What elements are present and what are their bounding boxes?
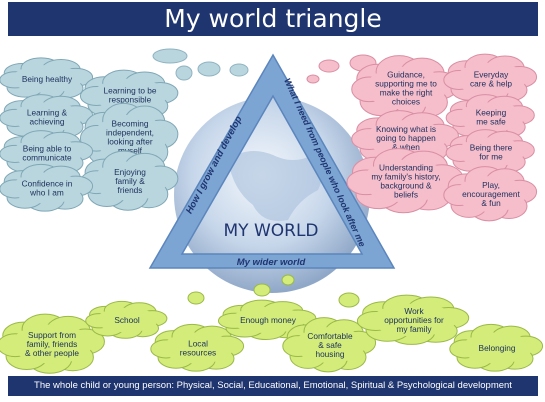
- cloud-label: Enough money: [240, 315, 297, 325]
- footer-banner: The whole child or young person: Physica…: [8, 376, 538, 396]
- left-cloud-1: Being healthy: [0, 57, 94, 101]
- bottom-cloud-2: School: [85, 300, 168, 339]
- cloud-label: Belonging: [479, 343, 516, 353]
- bottom-cloud-4: Enough money: [217, 299, 317, 341]
- bottom-cloud-7: Belonging: [449, 323, 544, 372]
- triangle-frame: [148, 53, 396, 269]
- cloud-label: School: [114, 315, 140, 325]
- triangle-bottom-label: My wider world: [237, 257, 306, 268]
- cloud-label: Play,encouragement& fun: [462, 180, 520, 208]
- cloud-label: Learning &achieving: [27, 108, 68, 127]
- page-title: My world triangle: [8, 2, 538, 36]
- right-cloud-7: Play,encouragement& fun: [443, 166, 538, 222]
- globe-landmass: [228, 151, 322, 221]
- cloud-label: Being healthy: [22, 74, 73, 84]
- center-label: MY WORLD: [223, 221, 318, 241]
